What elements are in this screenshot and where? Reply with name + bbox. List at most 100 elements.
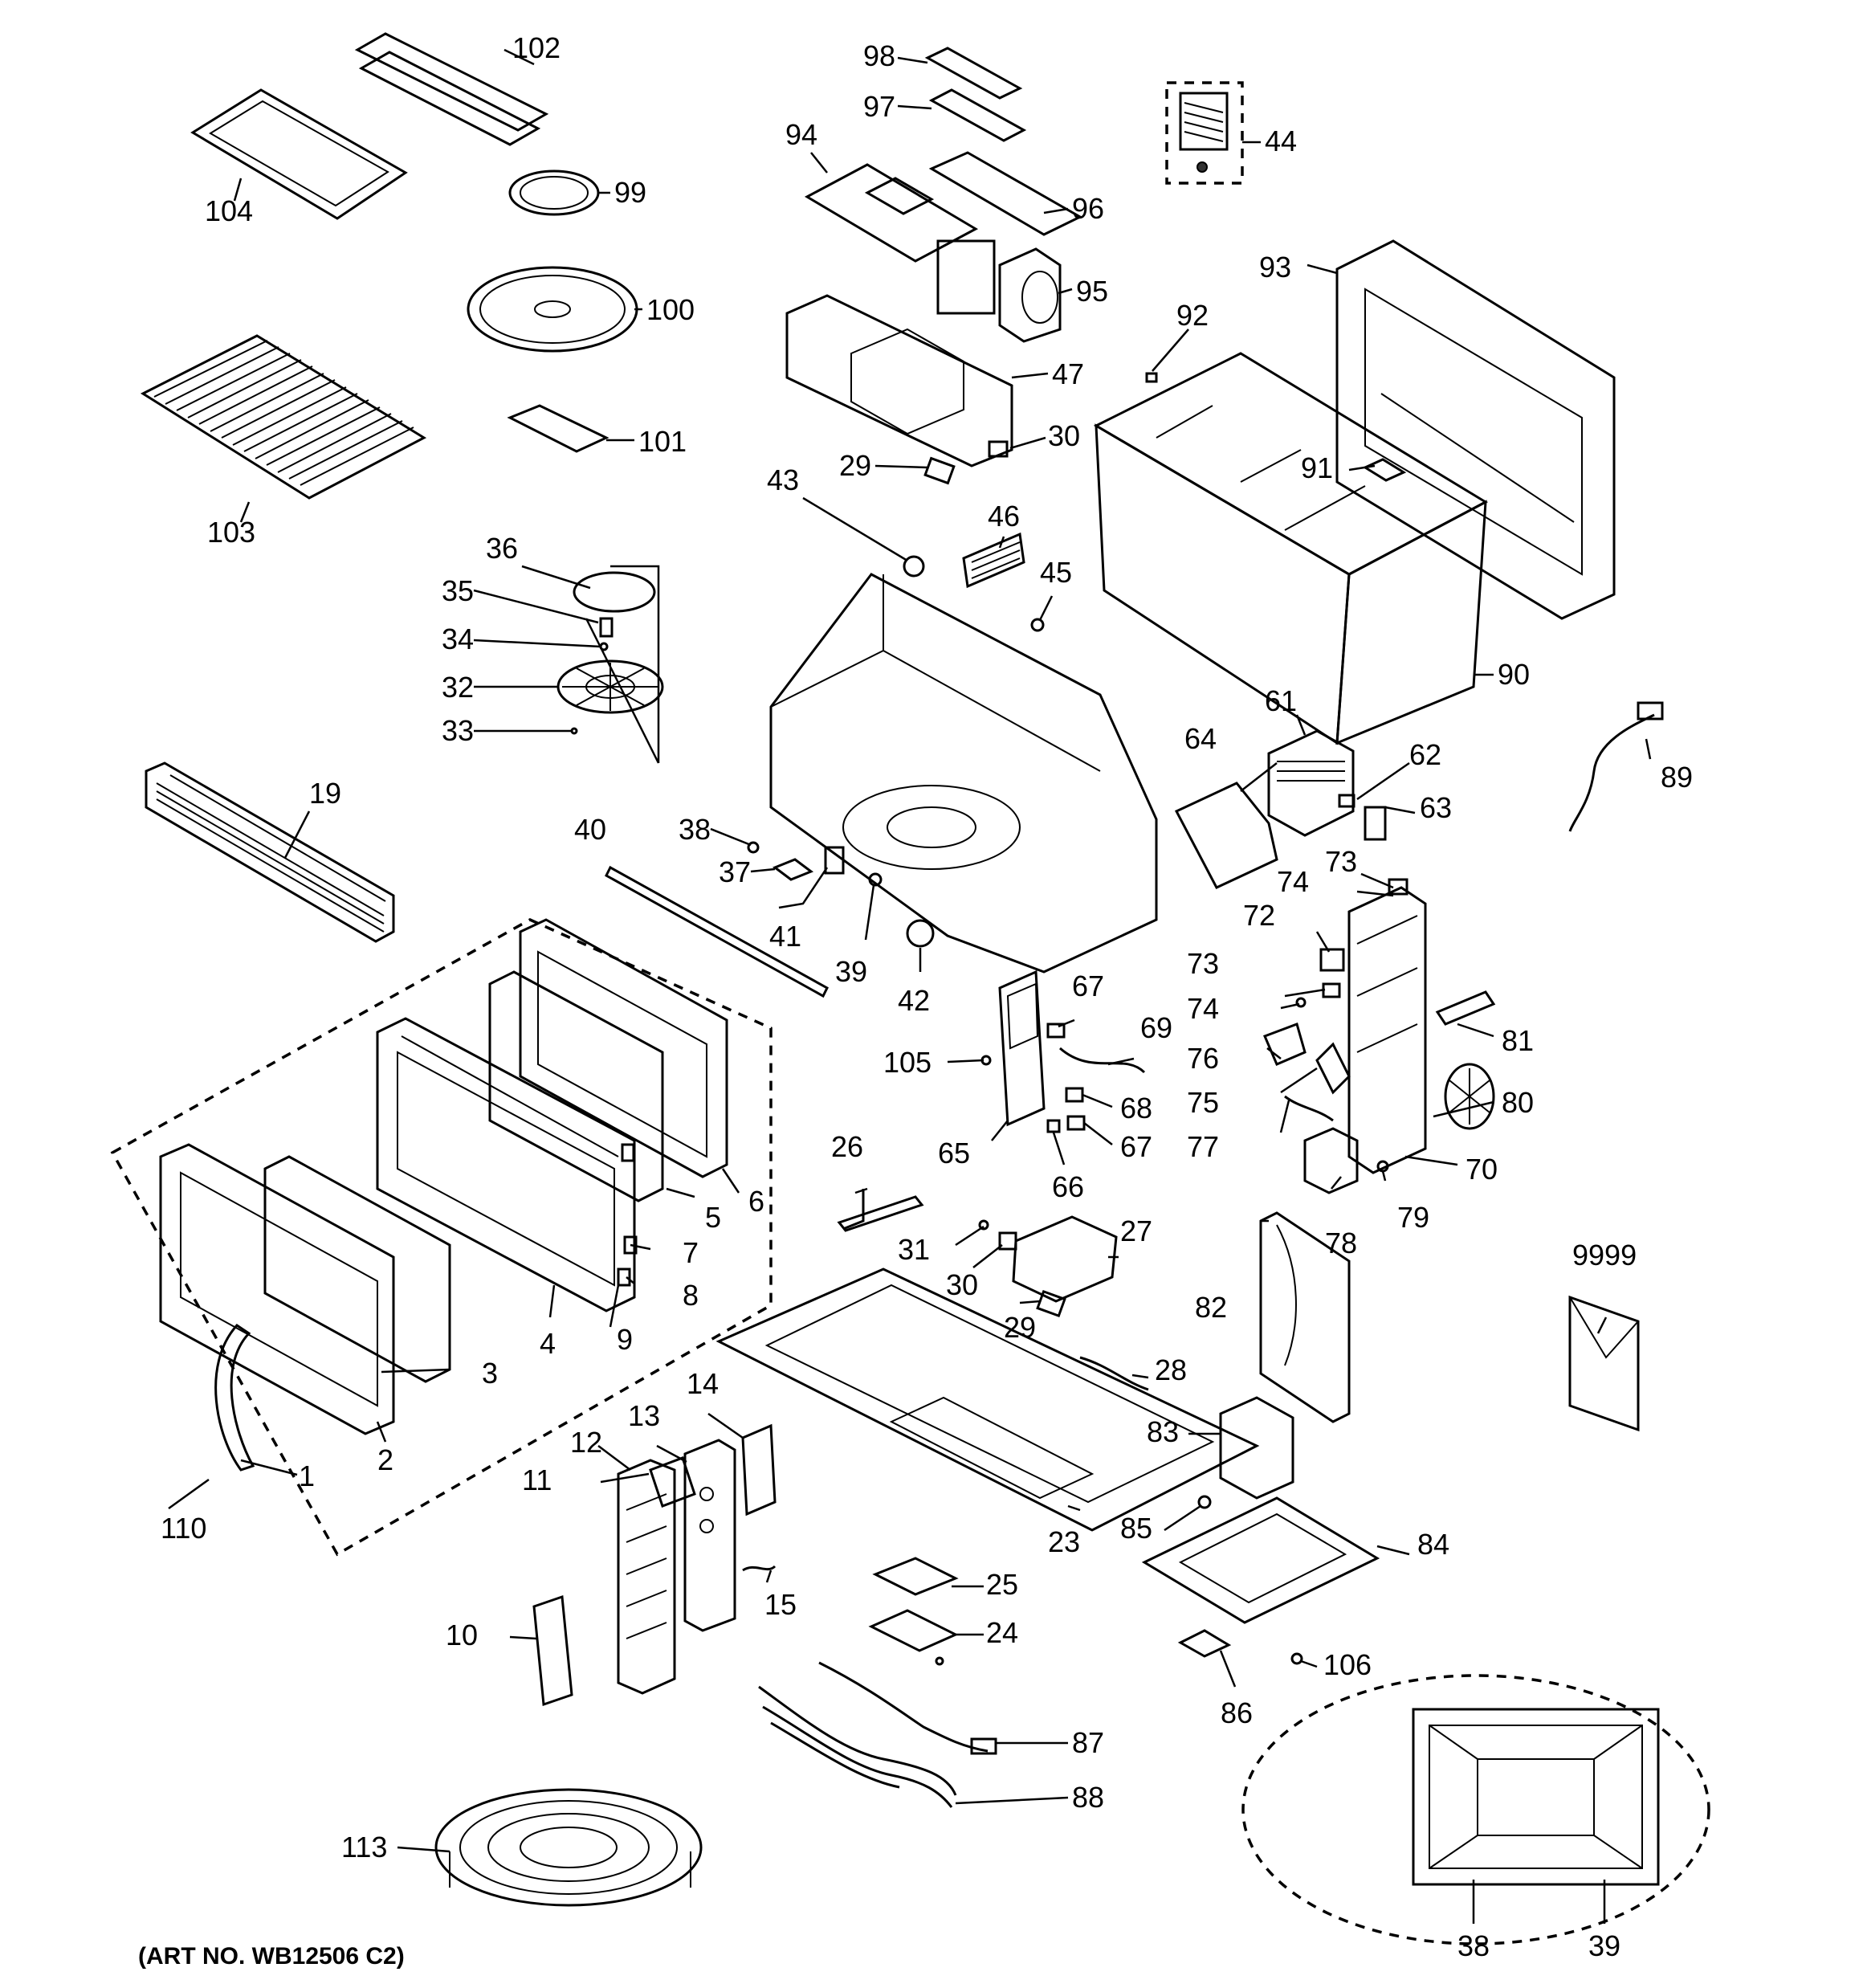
label-102: 102: [512, 31, 561, 64]
cover-94: [804, 163, 979, 263]
capacitor-75: [1315, 1042, 1351, 1095]
screw-33: [570, 727, 578, 735]
label-37: 37: [719, 855, 751, 888]
guide-37: [772, 858, 814, 881]
label-9: 9: [617, 1323, 633, 1356]
duct-64: [1174, 782, 1278, 889]
handle-1: [214, 1324, 255, 1472]
harness-88: [758, 1685, 957, 1808]
label-43: 43: [767, 463, 799, 496]
label-38-inset: 38: [1457, 1929, 1490, 1962]
label-105: 105: [883, 1046, 932, 1079]
label-97: 97: [863, 90, 895, 123]
label-83: 83: [1147, 1415, 1179, 1448]
label-13: 13: [628, 1399, 660, 1432]
plug-89: [1637, 701, 1664, 720]
inset-view-ellipse: [1241, 1674, 1710, 1945]
label-25: 25: [986, 1568, 1018, 1601]
label-26: 26: [831, 1130, 863, 1163]
label-9999: 9999: [1572, 1239, 1637, 1272]
label-99: 99: [614, 176, 646, 209]
art-number: (ART NO. WB12506 C2): [138, 1943, 405, 1970]
transformer-83: [1219, 1396, 1294, 1500]
label-29-bottom: 29: [1004, 1311, 1036, 1344]
screw-39: [868, 872, 883, 887]
label-74-bottom: 74: [1187, 992, 1219, 1025]
nut-45: [1030, 618, 1045, 632]
rod-40: [605, 865, 829, 998]
screw-85: [1197, 1495, 1212, 1509]
door-frame-6: [519, 918, 728, 1178]
door-assembly-110-box: [110, 918, 773, 1557]
latches-7-8-9: [617, 1143, 638, 1287]
label-88: 88: [1072, 1781, 1104, 1814]
label-15: 15: [764, 1588, 797, 1621]
label-80: 80: [1502, 1086, 1534, 1119]
bracket-26: [837, 1189, 924, 1232]
label-92: 92: [1176, 299, 1209, 332]
screw-106: [1290, 1652, 1303, 1665]
damper-98-97: [924, 47, 1027, 142]
window-3: [263, 1155, 451, 1383]
label-14: 14: [687, 1367, 719, 1400]
rack-103: [140, 334, 427, 500]
label-62: 62: [1409, 738, 1441, 771]
back-plate-93: [1335, 239, 1616, 620]
cord-89: [1568, 713, 1655, 832]
label-103: 103: [207, 516, 255, 549]
label-68: 68: [1120, 1092, 1152, 1125]
packet-101: [507, 404, 609, 453]
label-93: 93: [1259, 251, 1291, 284]
label-96: 96: [1072, 192, 1104, 225]
bracket-30b: [998, 1231, 1017, 1251]
envelope-flap: [1569, 1296, 1639, 1359]
magnetron-61: [1267, 729, 1355, 837]
antenna-43: [903, 555, 925, 578]
label-75: 75: [1187, 1086, 1219, 1119]
label-66: 66: [1052, 1170, 1084, 1203]
cover-10: [532, 1594, 573, 1707]
wire-28: [1079, 1356, 1149, 1391]
wire-77: [1284, 1095, 1334, 1122]
part-72: [1319, 948, 1345, 972]
label-89: 89: [1661, 761, 1693, 794]
fan-80: [1444, 1063, 1495, 1130]
label-79: 79: [1397, 1201, 1429, 1234]
coupler-35-34: [599, 617, 614, 651]
label-11: 11: [522, 1463, 552, 1496]
label-87: 87: [1072, 1726, 1104, 1759]
vent-44-box: [1165, 81, 1244, 185]
label-61: 61: [1265, 684, 1297, 717]
vent-44: [1179, 92, 1229, 173]
bracket-47: [785, 294, 1013, 467]
leader-lines: [168, 48, 1652, 1853]
label-81: 81: [1502, 1024, 1534, 1057]
switch-66: [1046, 1119, 1061, 1133]
label-12: [649, 1456, 696, 1508]
label-42: 42: [898, 984, 930, 1017]
label-65: 65: [938, 1137, 970, 1170]
label-104: 104: [205, 194, 253, 227]
label-2: 2: [377, 1443, 393, 1476]
label-95: 95: [1076, 275, 1108, 308]
panel-11: [617, 1459, 676, 1695]
label-4: 4: [540, 1327, 556, 1360]
label-39-inset: 39: [1588, 1929, 1620, 1962]
vent-46: [962, 532, 1025, 589]
screw-74b: [1295, 997, 1307, 1008]
label-73-top: 73: [1325, 845, 1357, 878]
bracket-91: [1362, 458, 1407, 482]
wire-69: [1059, 1047, 1146, 1074]
label-24: 24: [986, 1616, 1018, 1649]
frame-24: [868, 1609, 959, 1652]
label-113: 113: [341, 1831, 387, 1863]
label-78: 78: [1325, 1227, 1357, 1259]
label-12: 12: [570, 1426, 602, 1459]
label-41: 41: [769, 920, 801, 953]
label-73-bottom: 73: [1187, 947, 1219, 980]
label-46: 46: [988, 500, 1020, 533]
tray-100: [467, 266, 638, 353]
plate-25: [872, 1557, 959, 1596]
label-32: 32: [442, 671, 474, 704]
bracket-81: [1435, 990, 1496, 1026]
